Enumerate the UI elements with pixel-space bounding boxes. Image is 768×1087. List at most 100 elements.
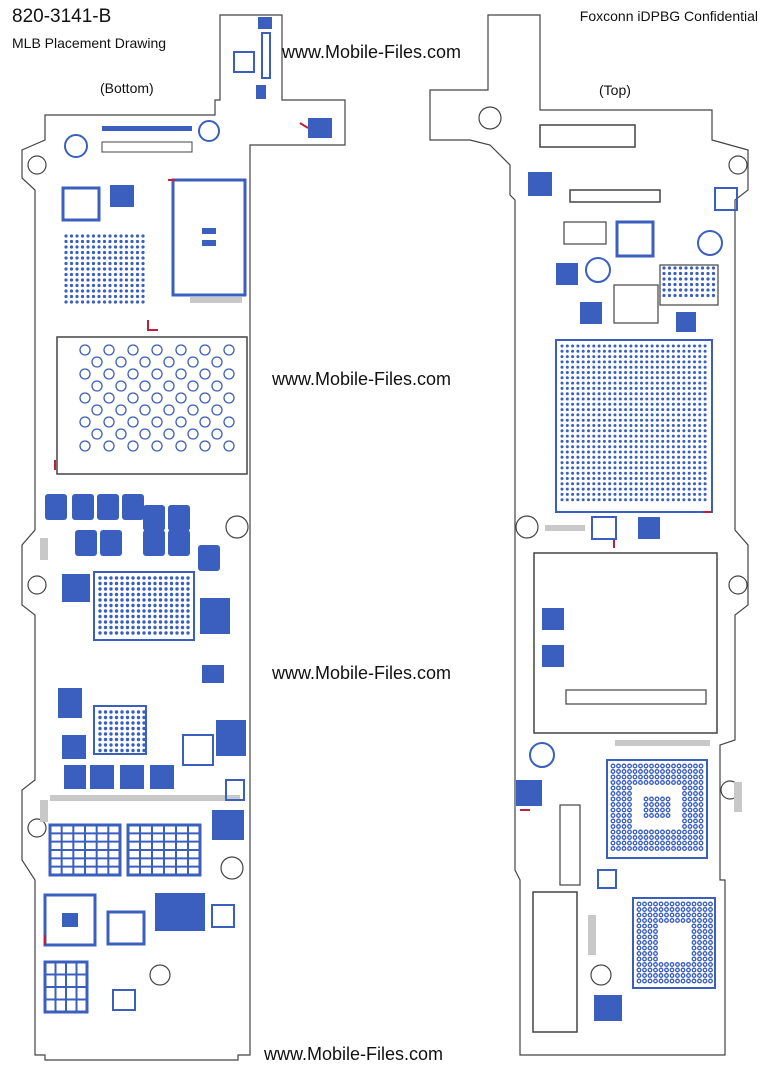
bga-ball [130,283,134,288]
bga-ball [175,587,179,591]
bga-ball [678,293,683,298]
bga-ball [618,477,622,480]
bga-ball [142,587,146,591]
bga-ball [655,471,659,475]
bga-ball [135,272,140,277]
bga-ball [147,614,152,619]
bga-ball [621,835,627,840]
bga-ball [708,912,713,918]
bga-ball [666,445,670,449]
bga-ball [678,277,683,281]
bga-ball [687,824,693,829]
bga-ball [697,934,702,940]
bga-ball [661,487,665,491]
bga-ball [655,434,659,438]
bga-ball [671,408,675,412]
bga-ball [678,266,683,270]
bga-ball [698,818,704,824]
bga-ball [632,835,638,840]
bga-ball [142,710,146,714]
bga-ball [682,371,686,374]
bga-ball [613,418,617,422]
bga-ball [576,498,580,502]
bga-ball [645,355,649,359]
bga-ball [702,907,708,912]
bga-ball [693,429,696,433]
bga-ball [698,802,704,807]
bga-ball [565,466,569,470]
bga-ball [102,245,107,249]
bga-ball [666,429,670,433]
bga-ball [560,434,564,438]
bga-ball [576,487,580,491]
bga-ball [698,492,702,496]
bga-ball [103,614,108,619]
watermark: www.Mobile-Files.com [264,1044,444,1064]
bga-ball [103,743,108,747]
bga-ball [581,408,585,412]
bga-ball [571,386,575,390]
bga-ball [640,349,643,353]
bga-ball [650,349,654,353]
bga-ball [666,355,670,359]
bga-ball [642,967,647,973]
ic-chip [308,118,332,138]
bga-ball [616,829,621,835]
bga-ball [102,294,107,299]
bga-ball [686,978,691,984]
bga-ball [103,631,108,635]
bga-ball [80,289,85,293]
bga-ball [97,294,101,299]
bga-ball [127,440,139,452]
bga-ball [618,408,622,412]
bga-ball [103,392,115,404]
bga-ball [108,239,112,244]
bga-ball [158,587,163,591]
bga-ball [687,471,691,475]
bga-ball [565,477,569,480]
bga-ball [686,901,691,907]
bga-ball [697,929,702,934]
bga-ball [131,726,135,731]
bga-ball [136,603,141,608]
ic-chip [155,893,205,931]
bga-ball [632,780,638,785]
bga-ball [125,592,130,597]
bga-ball [677,365,681,369]
bga-ball [682,785,687,791]
bga-ball [199,416,211,428]
bga-ball [667,277,672,281]
bga-ball [682,487,686,491]
inductor [202,665,224,683]
bga-ball [640,477,643,480]
bga-ball [565,402,569,406]
bga-ball [643,846,649,851]
bga-ball [610,802,616,807]
bga-ball [164,603,168,608]
bga-ball [147,592,152,597]
inductor [212,810,244,840]
bga-ball [693,392,696,396]
bga-ball [698,429,702,433]
bga-ball [629,355,633,359]
bga-ball [571,498,575,502]
bga-ball [702,912,708,918]
bga-ball [560,492,564,496]
bga-ball [135,300,140,304]
bga-ball [645,397,649,401]
bga-ball [661,397,665,401]
bga-ball [587,365,590,369]
bga-ball [640,418,643,422]
bga-ball [645,466,649,470]
bga-ball [75,278,79,282]
bga-ball [597,424,601,427]
bga-ball [136,592,141,597]
bga-ball [697,940,702,945]
bga-ball [125,631,130,635]
bga-ball [597,408,601,412]
bga-ball [130,267,134,271]
bga-ball [624,355,628,359]
bga-ball [120,576,124,580]
bga-ball [113,278,118,282]
bga-ball [703,445,707,449]
